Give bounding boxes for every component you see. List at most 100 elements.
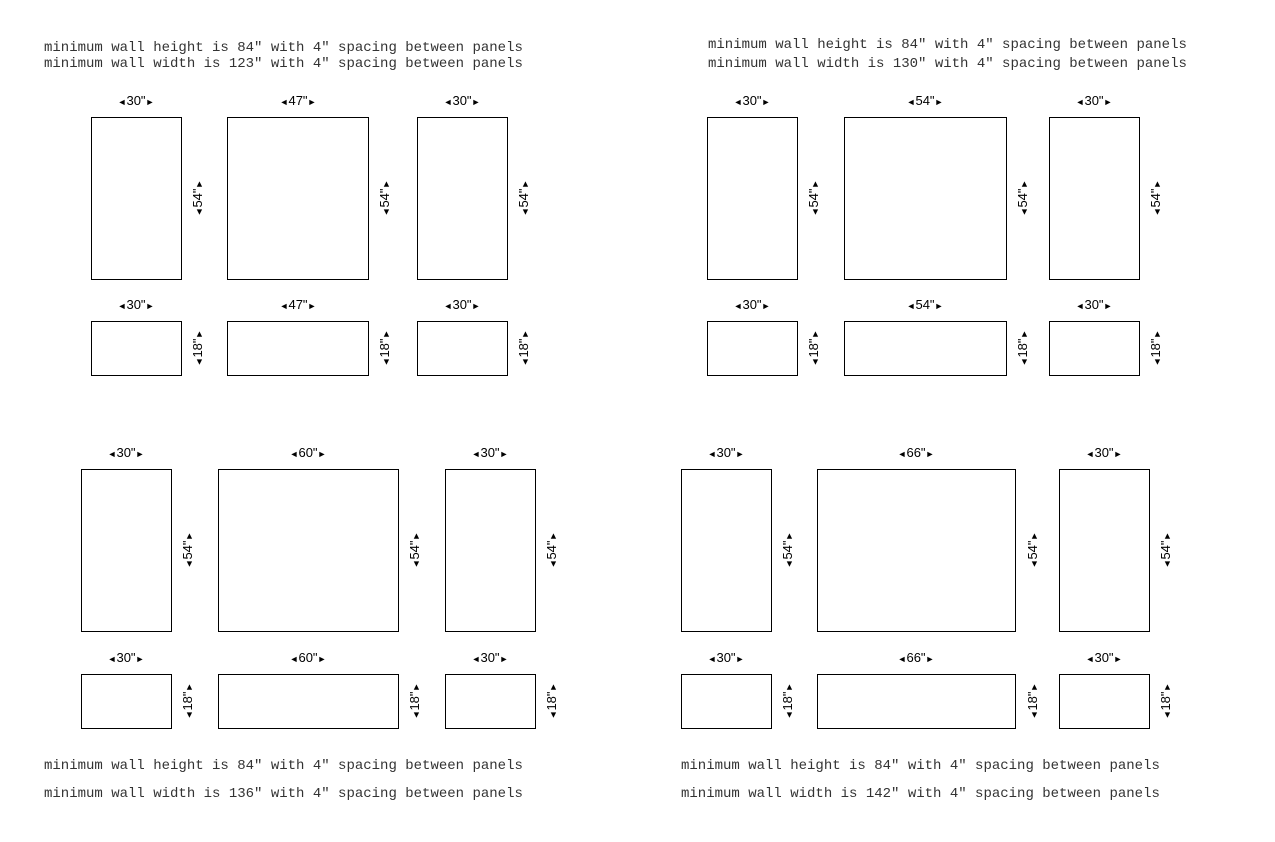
panel-width-label: ◄60"► bbox=[289, 445, 327, 460]
panel-width-label: ◄30"► bbox=[471, 445, 509, 460]
panel-width-label: ◄30"► bbox=[707, 445, 745, 460]
up-arrow-icon: ► bbox=[1152, 179, 1162, 189]
left-arrow-icon: ◄ bbox=[906, 301, 916, 311]
up-arrow-icon: ► bbox=[1162, 531, 1172, 541]
up-arrow-icon: ► bbox=[784, 682, 794, 692]
wall-panel bbox=[227, 321, 369, 376]
wall-panel bbox=[227, 117, 369, 280]
up-arrow-icon: ► bbox=[1029, 682, 1039, 692]
up-arrow-icon: ► bbox=[520, 179, 530, 189]
right-arrow-icon: ► bbox=[1103, 301, 1113, 311]
up-arrow-icon: ► bbox=[810, 329, 820, 339]
right-arrow-icon: ► bbox=[761, 97, 771, 107]
down-arrow-icon: ◄ bbox=[1029, 710, 1039, 720]
left-arrow-icon: ◄ bbox=[1085, 449, 1095, 459]
panel-width-label: ◄30"► bbox=[443, 297, 481, 312]
right-arrow-icon: ► bbox=[925, 654, 935, 664]
up-arrow-icon: ► bbox=[411, 531, 421, 541]
panel-height-label: ◄18"► bbox=[377, 329, 392, 367]
left-arrow-icon: ◄ bbox=[1085, 654, 1095, 664]
panel-height-label: ◄54"► bbox=[780, 531, 795, 569]
panel-width-label: ◄30"► bbox=[733, 297, 771, 312]
down-arrow-icon: ◄ bbox=[184, 559, 194, 569]
left-arrow-icon: ◄ bbox=[733, 97, 743, 107]
up-arrow-icon: ► bbox=[411, 682, 421, 692]
right-arrow-icon: ► bbox=[145, 301, 155, 311]
wall-panel bbox=[1049, 321, 1140, 376]
up-arrow-icon: ► bbox=[520, 329, 530, 339]
wall-panel bbox=[81, 674, 172, 729]
panel-height-label: ◄18"► bbox=[780, 682, 795, 720]
down-arrow-icon: ◄ bbox=[194, 357, 204, 367]
up-arrow-icon: ► bbox=[1019, 179, 1029, 189]
panel-height-label: ◄54"► bbox=[1015, 179, 1030, 217]
down-arrow-icon: ◄ bbox=[411, 559, 421, 569]
wall-panel bbox=[81, 469, 172, 632]
left-arrow-icon: ◄ bbox=[707, 449, 717, 459]
wall-panel bbox=[681, 674, 772, 729]
right-arrow-icon: ► bbox=[145, 97, 155, 107]
panel-height-label: ◄54"► bbox=[407, 531, 422, 569]
panel-width-label: ◄54"► bbox=[906, 93, 944, 108]
left-arrow-icon: ◄ bbox=[733, 301, 743, 311]
panel-height-label: ◄54"► bbox=[377, 179, 392, 217]
down-arrow-icon: ◄ bbox=[1152, 207, 1162, 217]
panel-width-label: ◄66"► bbox=[897, 650, 935, 665]
min-wall-width-note: minimum wall width is 130" with 4" spaci… bbox=[708, 56, 1187, 72]
panel-width-label: ◄30"► bbox=[1085, 650, 1123, 665]
up-arrow-icon: ► bbox=[1152, 329, 1162, 339]
left-arrow-icon: ◄ bbox=[279, 97, 289, 107]
up-arrow-icon: ► bbox=[184, 682, 194, 692]
down-arrow-icon: ◄ bbox=[1162, 559, 1172, 569]
wall-panel bbox=[817, 674, 1016, 729]
left-arrow-icon: ◄ bbox=[707, 654, 717, 664]
panel-width-label: ◄60"► bbox=[289, 650, 327, 665]
left-arrow-icon: ◄ bbox=[906, 97, 916, 107]
right-arrow-icon: ► bbox=[471, 301, 481, 311]
right-arrow-icon: ► bbox=[1103, 97, 1113, 107]
down-arrow-icon: ◄ bbox=[548, 559, 558, 569]
right-arrow-icon: ► bbox=[135, 654, 145, 664]
min-wall-width-note: minimum wall width is 142" with 4" spaci… bbox=[681, 786, 1160, 802]
up-arrow-icon: ► bbox=[548, 531, 558, 541]
down-arrow-icon: ◄ bbox=[1162, 710, 1172, 720]
panel-height-label: ◄18"► bbox=[1148, 329, 1163, 367]
up-arrow-icon: ► bbox=[810, 179, 820, 189]
panel-height-label: ◄18"► bbox=[1025, 682, 1040, 720]
down-arrow-icon: ◄ bbox=[194, 207, 204, 217]
down-arrow-icon: ◄ bbox=[520, 357, 530, 367]
panel-width-label: ◄30"► bbox=[117, 297, 155, 312]
left-arrow-icon: ◄ bbox=[1075, 301, 1085, 311]
panel-width-label: ◄30"► bbox=[733, 93, 771, 108]
right-arrow-icon: ► bbox=[925, 449, 935, 459]
panel-height-label: ◄54"► bbox=[806, 179, 821, 217]
wall-panel bbox=[707, 117, 798, 280]
wall-panel bbox=[218, 674, 399, 729]
wall-panel bbox=[417, 117, 508, 280]
right-arrow-icon: ► bbox=[499, 449, 509, 459]
panel-width-label: ◄30"► bbox=[1075, 93, 1113, 108]
left-arrow-icon: ◄ bbox=[289, 449, 299, 459]
panel-width-label: ◄30"► bbox=[1085, 445, 1123, 460]
panel-height-label: ◄54"► bbox=[516, 179, 531, 217]
up-arrow-icon: ► bbox=[194, 179, 204, 189]
wall-panel bbox=[91, 117, 182, 280]
down-arrow-icon: ◄ bbox=[184, 710, 194, 720]
down-arrow-icon: ◄ bbox=[784, 559, 794, 569]
min-wall-width-note: minimum wall width is 123" with 4" spaci… bbox=[44, 56, 523, 72]
right-arrow-icon: ► bbox=[761, 301, 771, 311]
panel-height-label: ◄18"► bbox=[516, 329, 531, 367]
panel-width-label: ◄30"► bbox=[707, 650, 745, 665]
down-arrow-icon: ◄ bbox=[810, 207, 820, 217]
panel-height-label: ◄54"► bbox=[1025, 531, 1040, 569]
panel-height-label: ◄18"► bbox=[1015, 329, 1030, 367]
down-arrow-icon: ◄ bbox=[548, 710, 558, 720]
right-arrow-icon: ► bbox=[934, 97, 944, 107]
up-arrow-icon: ► bbox=[1162, 682, 1172, 692]
left-arrow-icon: ◄ bbox=[289, 654, 299, 664]
right-arrow-icon: ► bbox=[1113, 449, 1123, 459]
right-arrow-icon: ► bbox=[317, 654, 327, 664]
panel-height-label: ◄54"► bbox=[1158, 531, 1173, 569]
min-wall-height-note: minimum wall height is 84" with 4" spaci… bbox=[681, 758, 1160, 774]
right-arrow-icon: ► bbox=[317, 449, 327, 459]
